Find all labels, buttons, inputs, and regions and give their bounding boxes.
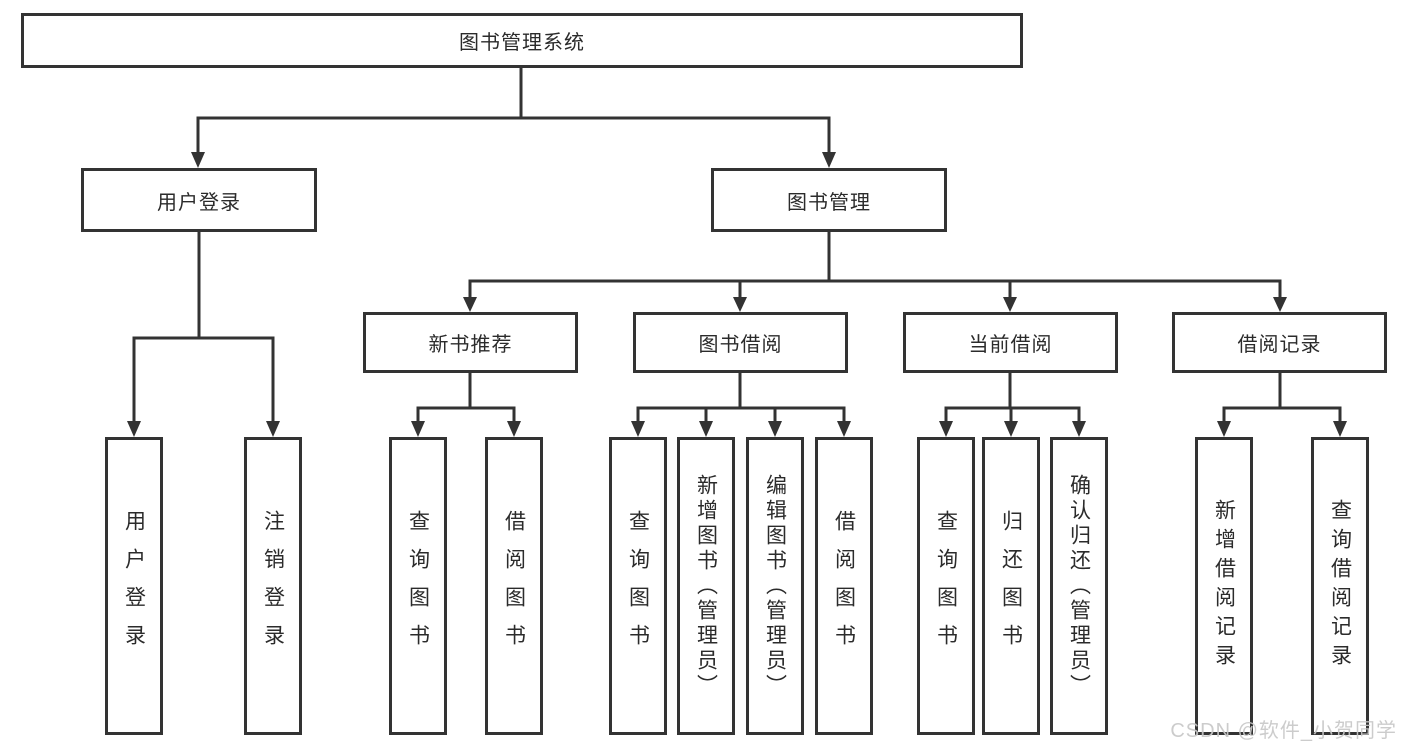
arrowhead: [699, 421, 713, 437]
node-current-borrowing-label: 当前借阅: [968, 334, 1053, 356]
arrowhead: [1072, 421, 1086, 437]
node-return-books: 归还图书: [982, 437, 1040, 735]
node-logout-leaf: 注销登录: [244, 437, 302, 735]
node-query-books-recommend-label: 查询图书: [406, 510, 430, 662]
arrowhead: [463, 297, 477, 312]
node-edit-book-admin: 编辑图书（管理员）: [746, 437, 804, 735]
node-query-borrow-record: 查询借阅记录: [1311, 437, 1369, 735]
node-add-borrow-record-label: 新增借阅记录: [1212, 499, 1236, 673]
arrowhead: [266, 421, 280, 437]
arrowhead: [837, 421, 851, 437]
node-confirm-return-admin-label: 确认归还（管理员）: [1067, 473, 1091, 699]
node-user-login-label: 用户登录: [157, 191, 241, 214]
node-user-login: 用户登录: [81, 168, 317, 232]
node-borrow-books-recommend-label: 借阅图书: [502, 510, 526, 662]
edges-user-login-children: [127, 232, 280, 437]
node-logout-leaf-label: 注销登录: [261, 510, 285, 662]
node-add-book-admin: 新增图书（管理员）: [677, 437, 735, 735]
arrowhead: [631, 421, 645, 437]
arrowhead: [822, 152, 836, 168]
node-user-login-leaf: 用户登录: [105, 437, 163, 735]
arrowhead: [507, 421, 521, 437]
edges-book-mgmt-to-level3: [463, 232, 1287, 312]
edges-root-to-level2: [191, 68, 836, 168]
node-query-books-borrow: 查询图书: [609, 437, 667, 735]
edges-level3-to-leaves: [411, 373, 1347, 437]
node-book-management-label: 图书管理: [787, 191, 871, 214]
node-book-borrowing: 图书借阅: [633, 312, 848, 373]
node-new-book-recommend: 新书推荐: [363, 312, 578, 373]
node-query-books-current-label: 查询图书: [934, 510, 958, 662]
arrowhead: [939, 421, 953, 437]
node-confirm-return-admin: 确认归还（管理员）: [1050, 437, 1108, 735]
node-borrowing-records-label: 借阅记录: [1237, 334, 1322, 356]
node-book-borrowing-label: 图书借阅: [698, 334, 783, 356]
node-borrow-books-leaf: 借阅图书: [815, 437, 873, 735]
node-new-book-recommend-label: 新书推荐: [428, 334, 513, 356]
node-query-books-borrow-label: 查询图书: [626, 510, 650, 662]
node-root-label: 图书管理系统: [459, 32, 585, 54]
node-query-books-current: 查询图书: [917, 437, 975, 735]
node-root: 图书管理系统: [21, 13, 1023, 68]
arrowhead: [1217, 421, 1231, 437]
arrowhead: [1333, 421, 1347, 437]
arrowhead: [191, 152, 205, 168]
arrowhead: [1004, 421, 1018, 437]
arrowhead: [411, 421, 425, 437]
node-current-borrowing: 当前借阅: [903, 312, 1118, 373]
arrowhead: [733, 297, 747, 312]
node-borrowing-records: 借阅记录: [1172, 312, 1387, 373]
node-query-borrow-record-label: 查询借阅记录: [1328, 499, 1352, 673]
node-borrow-books-recommend: 借阅图书: [485, 437, 543, 735]
node-add-borrow-record: 新增借阅记录: [1195, 437, 1253, 735]
arrowhead: [1003, 297, 1017, 312]
node-return-books-label: 归还图书: [999, 510, 1023, 662]
arrowhead: [1273, 297, 1287, 312]
arrowhead: [768, 421, 782, 437]
csdn-watermark: CSDN @软件_小贺同学: [1170, 720, 1397, 742]
arrowhead: [127, 421, 141, 437]
node-borrow-books-leaf-label: 借阅图书: [832, 510, 856, 662]
node-book-management: 图书管理: [711, 168, 947, 232]
node-add-book-admin-label: 新增图书（管理员）: [694, 473, 718, 699]
node-query-books-recommend: 查询图书: [389, 437, 447, 735]
node-edit-book-admin-label: 编辑图书（管理员）: [763, 473, 787, 699]
node-user-login-leaf-label: 用户登录: [122, 510, 146, 662]
